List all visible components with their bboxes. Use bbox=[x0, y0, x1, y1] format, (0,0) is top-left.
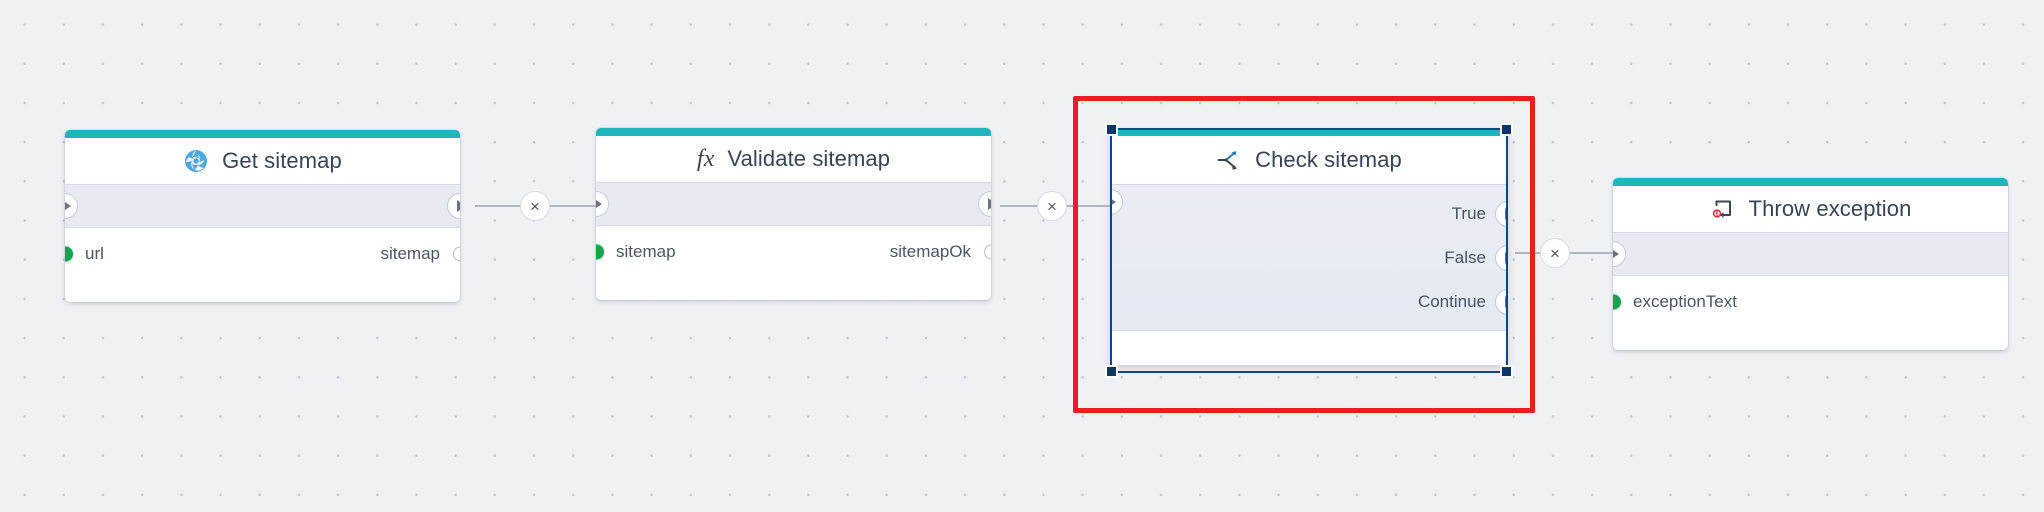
branch-row-false: False bbox=[1110, 236, 1508, 280]
node-title-label: Check sitemap bbox=[1255, 147, 1402, 172]
fx-icon: fx bbox=[696, 146, 715, 172]
node-validate-sitemap[interactable]: fx Validate sitemap sitemap sitemapOk bbox=[596, 128, 991, 300]
node-exec-row bbox=[596, 182, 991, 226]
exec-output-port-false[interactable] bbox=[1495, 245, 1508, 271]
data-output-port[interactable] bbox=[452, 246, 460, 262]
node-branch-outputs: True False Continue bbox=[1110, 184, 1508, 330]
node-title-label: Validate sitemap bbox=[727, 146, 891, 171]
node-accent-bar bbox=[596, 128, 991, 136]
param-row: exceptionText bbox=[1613, 276, 2008, 328]
connector-line bbox=[475, 205, 525, 207]
exec-output-port-true[interactable] bbox=[1495, 201, 1508, 227]
node-get-sitemap[interactable]: Get sitemap url sitemap bbox=[65, 130, 460, 302]
globe-icon bbox=[183, 148, 209, 174]
connector-line bbox=[1568, 252, 1613, 254]
connector-line bbox=[1515, 252, 1560, 254]
param-input-label: url bbox=[85, 244, 104, 263]
resize-handle-bottom-right[interactable] bbox=[1500, 365, 1513, 378]
node-parameters: sitemap sitemapOk bbox=[596, 226, 991, 300]
node-parameters: exceptionText bbox=[1613, 276, 2008, 350]
branch-row-continue: Continue bbox=[1110, 280, 1508, 324]
exec-output-port[interactable] bbox=[978, 191, 991, 217]
node-accent-bar bbox=[1613, 178, 2008, 186]
node-title-bar: Check sitemap bbox=[1110, 136, 1508, 184]
node-title-label: Get sitemap bbox=[222, 148, 342, 173]
exec-output-port-continue[interactable] bbox=[1495, 289, 1508, 315]
data-output-port[interactable] bbox=[983, 244, 991, 260]
node-check-sitemap[interactable]: Check sitemap True False Continue bbox=[1110, 128, 1508, 365]
branch-row-true: True bbox=[1110, 192, 1508, 236]
throw-exception-icon bbox=[1710, 196, 1736, 222]
param-row: url sitemap bbox=[65, 228, 460, 280]
connector-line bbox=[548, 205, 596, 207]
node-title-label: Throw exception bbox=[1748, 196, 1912, 221]
node-accent-bar bbox=[65, 130, 460, 138]
node-footer bbox=[1110, 330, 1508, 365]
exec-input-port[interactable] bbox=[65, 193, 78, 219]
node-bottom-pad bbox=[65, 280, 460, 302]
node-bottom-pad bbox=[1613, 328, 2008, 350]
param-output-label: sitemap bbox=[380, 244, 440, 263]
data-input-port[interactable] bbox=[1613, 294, 1621, 310]
node-title-bar: Throw exception bbox=[1613, 186, 2008, 232]
data-input-port[interactable] bbox=[596, 244, 604, 260]
connector-line bbox=[1000, 205, 1052, 207]
resize-handle-bottom-left[interactable] bbox=[1105, 365, 1118, 378]
branch-label: False bbox=[1444, 248, 1486, 267]
node-exec-row bbox=[65, 184, 460, 228]
connector-delete-button[interactable]: × bbox=[1540, 238, 1570, 268]
node-throw-exception[interactable]: Throw exception exceptionText bbox=[1613, 178, 2008, 350]
node-title-bar: Get sitemap bbox=[65, 138, 460, 184]
node-parameters: url sitemap bbox=[65, 228, 460, 302]
exec-input-port[interactable] bbox=[1613, 241, 1626, 267]
connector-delete-button[interactable]: × bbox=[1037, 191, 1067, 221]
param-output-label: sitemapOk bbox=[889, 242, 971, 261]
node-accent-bar bbox=[1110, 128, 1508, 136]
param-input-label: sitemap bbox=[616, 242, 676, 261]
param-row: sitemap sitemapOk bbox=[596, 226, 991, 278]
branch-icon bbox=[1216, 148, 1242, 172]
connector-line bbox=[1065, 205, 1110, 207]
exec-input-port[interactable] bbox=[596, 191, 609, 217]
node-title-bar: fx Validate sitemap bbox=[596, 136, 991, 182]
data-input-port[interactable] bbox=[65, 246, 73, 262]
exec-output-port[interactable] bbox=[447, 193, 460, 219]
param-input-label: exceptionText bbox=[1633, 292, 1737, 311]
node-bottom-pad bbox=[596, 278, 991, 300]
node-exec-row bbox=[1613, 232, 2008, 276]
branch-label: Continue bbox=[1417, 292, 1486, 311]
branch-label: True bbox=[1451, 204, 1486, 223]
connector-delete-button[interactable]: × bbox=[520, 191, 550, 221]
